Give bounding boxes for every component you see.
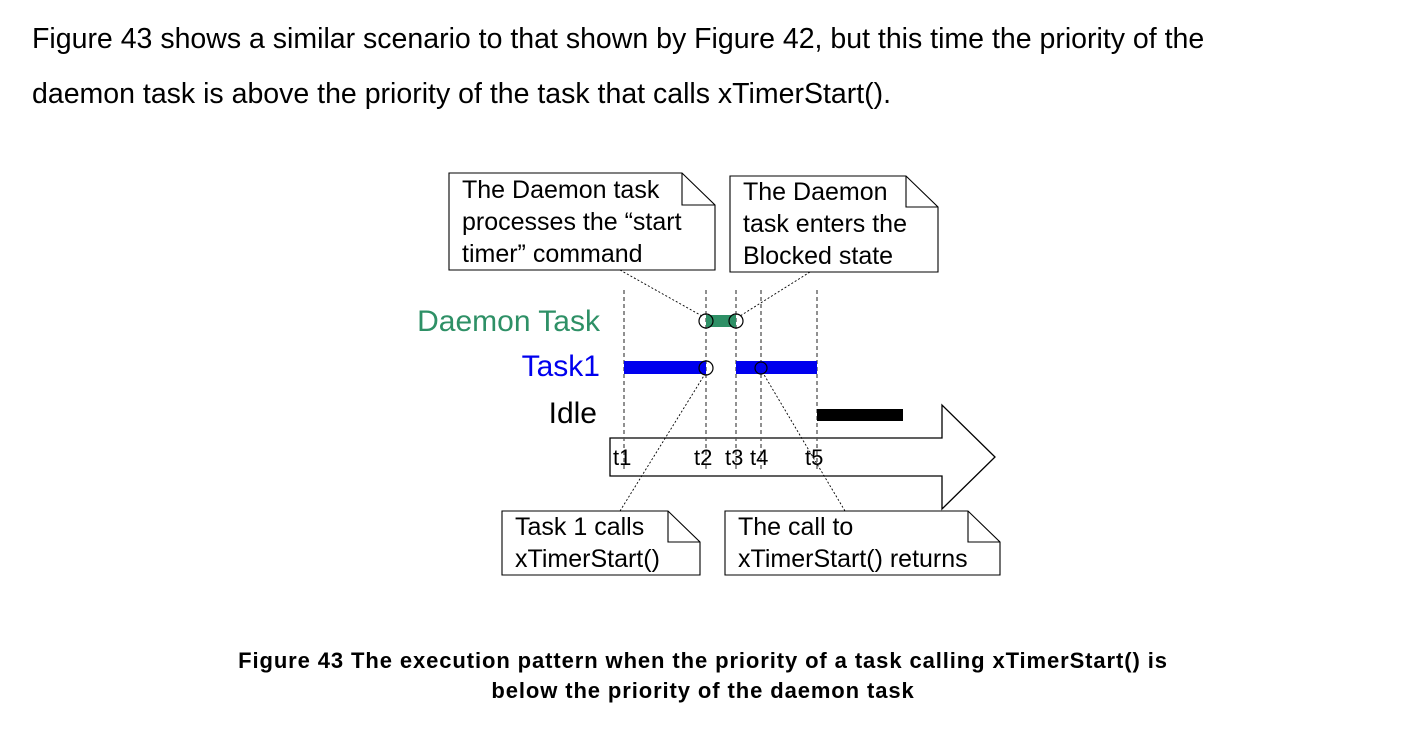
leader-line-daemon-processes — [619, 269, 703, 317]
leader-line-call-returns — [762, 372, 846, 512]
callout-task1-calls: Task 1 calls xTimerStart() — [501, 510, 701, 576]
callout-daemon-blocked-line-1: The Daemon — [743, 178, 888, 206]
intro-paragraph: Figure 43 shows a similar scenario to th… — [32, 12, 1382, 122]
event-circle-daemon-start — [698, 313, 714, 329]
task-label-idle: Idle — [549, 397, 597, 430]
callout-daemon-blocked-line-2: task enters the — [743, 210, 907, 238]
callout-daemon-processes: The Daemon task processes the “start tim… — [448, 172, 716, 271]
leader-line-task1-calls — [619, 373, 706, 512]
callout-call-returns: The call to xTimerStart() returns — [724, 510, 1001, 576]
intro-line-1: Figure 43 shows a similar scenario to th… — [32, 23, 1205, 55]
callout-task1-calls-line-1: Task 1 calls — [515, 513, 644, 541]
event-circle-daemon-end — [728, 313, 744, 329]
caption-line-2: below the priority of the daemon task — [491, 678, 915, 703]
figure-caption: Figure 43 The execution pattern when the… — [103, 646, 1303, 706]
time-axis-arrow — [609, 403, 996, 511]
caption-line-1: Figure 43 The execution pattern when the… — [238, 648, 1168, 673]
callout-call-returns-line-1: The call to — [738, 513, 853, 541]
time-label-t3: t3 — [725, 445, 743, 470]
task1-execution-bar-2 — [736, 361, 817, 374]
callout-call-returns-line-2: xTimerStart() returns — [738, 545, 968, 573]
time-label-t1: t1 — [613, 445, 631, 470]
time-label-t4: t4 — [750, 445, 768, 470]
callout-task1-calls-line-2: xTimerStart() — [515, 545, 660, 573]
callout-daemon-blocked-line-3: Blocked state — [743, 242, 893, 270]
idle-execution-bar — [817, 409, 903, 421]
callout-daemon-processes-line-1: The Daemon task — [462, 176, 660, 204]
event-circle-task1-call — [698, 360, 714, 376]
daemon-execution-bar — [706, 315, 736, 327]
leader-line-daemon-blocked — [739, 271, 811, 317]
callout-daemon-processes-line-3: timer” command — [462, 240, 643, 268]
task-label-daemon: Daemon Task — [417, 305, 601, 338]
task1-execution-bar-1 — [624, 361, 706, 374]
timing-diagram: Daemon Task Task1 Idle t1 t2 t3 t4 t5 Th… — [417, 172, 1001, 576]
event-circle-task1-return — [754, 361, 768, 375]
callout-daemon-blocked: The Daemon task enters the Blocked state — [729, 175, 939, 273]
callout-daemon-processes-line-2: processes the “start — [462, 208, 682, 236]
intro-line-2: daemon task is above the priority of the… — [32, 78, 892, 110]
task-label-task1: Task1 — [522, 350, 600, 383]
time-label-t2: t2 — [694, 445, 712, 470]
